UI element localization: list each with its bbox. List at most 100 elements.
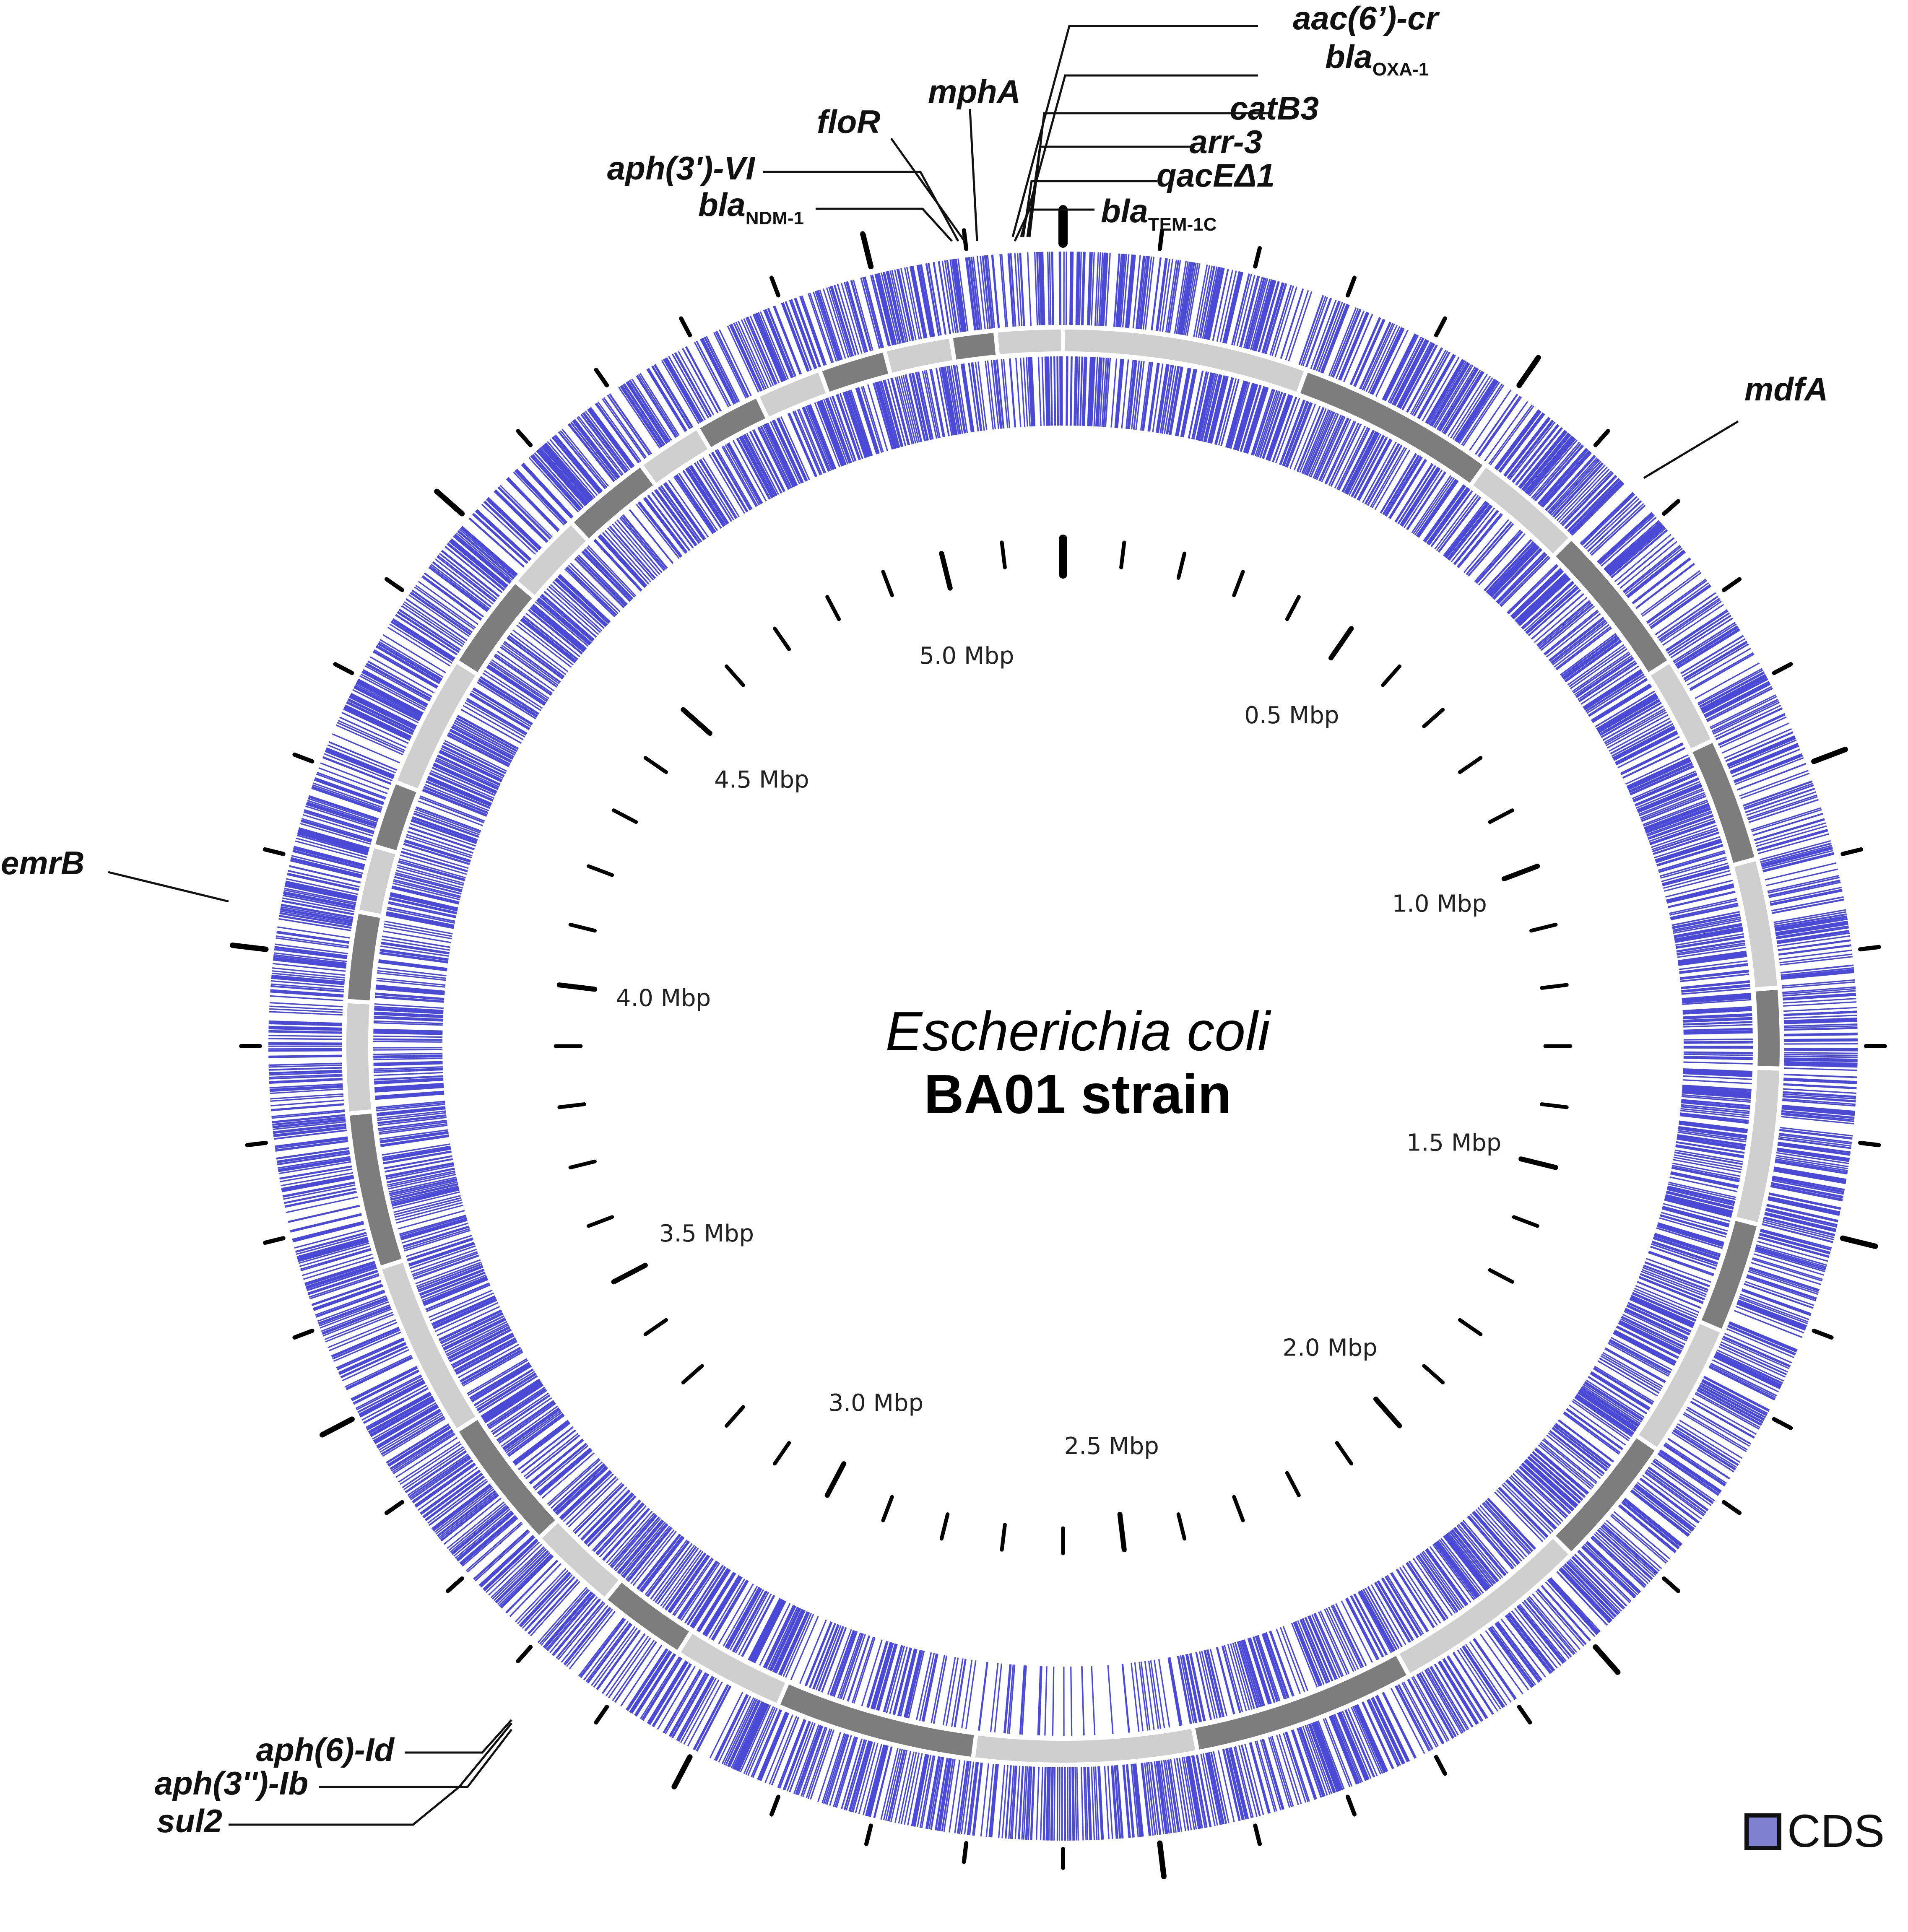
outer-tick (384, 577, 404, 592)
outer-tick (445, 1576, 464, 1593)
inner-tick (1381, 664, 1401, 687)
inner-tick (824, 1461, 847, 1498)
contig-segment (397, 664, 476, 789)
scale-label: 4.5 Mbp (714, 766, 809, 793)
contig-segment (459, 1420, 555, 1535)
inner-tick (587, 864, 614, 877)
inner-tick (1488, 808, 1514, 824)
inner-tick (1000, 540, 1007, 569)
outer-tick (671, 1754, 693, 1789)
gene-label-qacedelta1: qacEΔ1 (1157, 157, 1275, 194)
gene-leader (319, 1729, 512, 1788)
inner-tick (725, 664, 745, 687)
gene-label-arr3: arr-3 (1190, 123, 1262, 160)
contig-segment (574, 467, 653, 538)
inner-tick (825, 595, 841, 621)
outer-tick (1517, 1705, 1532, 1725)
outer-tick (1593, 1644, 1621, 1675)
contig-segment (608, 1582, 689, 1650)
outer-tick (1840, 1235, 1878, 1249)
inner-tick (1540, 1102, 1569, 1109)
legend-cds-label: CDS (1787, 1805, 1885, 1857)
outer-tick (1346, 1794, 1357, 1817)
gene-label-sul2: sul2 (157, 1802, 222, 1839)
outer-tick (860, 231, 874, 270)
contig-segment (350, 1113, 402, 1266)
contig-segment (459, 584, 532, 672)
inner-tick (1117, 1511, 1127, 1553)
inner-tick (939, 1512, 950, 1541)
legend-cds-swatch (1744, 1813, 1781, 1850)
outer-tick (1858, 1140, 1881, 1148)
gene-label-mdfa: mdfA (1744, 371, 1828, 408)
inner-tick (1458, 756, 1483, 774)
contig-segment (1399, 1539, 1568, 1673)
gene-leader (969, 109, 978, 242)
contig-segment (1755, 989, 1780, 1067)
inner-tick (725, 1405, 745, 1428)
gene-leader (1028, 112, 1271, 237)
outer-tick (1157, 1840, 1167, 1879)
inner-tick (611, 1262, 648, 1285)
inner-tick (587, 1215, 614, 1228)
outer-tick (1662, 1576, 1681, 1593)
contig-segment (1195, 1656, 1406, 1750)
scale-label: 2.0 Mbp (1282, 1335, 1377, 1362)
contig-segment (1692, 743, 1755, 863)
outer-tick (962, 1841, 969, 1864)
inner-tick (1540, 983, 1569, 990)
inner-tick (1458, 1318, 1483, 1336)
outer-tick (1772, 1417, 1793, 1430)
contig-segment (681, 1633, 785, 1703)
contig-segment (348, 914, 380, 1001)
inner-tick (773, 1441, 791, 1466)
gene-label-blaoxa1: blaOXA-1 (1325, 38, 1429, 80)
contig-segment (1734, 861, 1777, 987)
contig-segment (643, 430, 708, 483)
outer-tick (1593, 428, 1610, 447)
inner-tick (1285, 595, 1301, 621)
outer-tick (594, 1705, 609, 1725)
contig-segment (382, 1262, 476, 1428)
outer-tick (320, 1416, 355, 1438)
outer-tick (1772, 662, 1793, 675)
gene-labels: aac(6’)-cr blaOXA-1 catB3 arr-3 qacEΔ1 b… (1, 0, 1828, 1839)
contig-segment (886, 338, 952, 373)
scale-label: 1.5 Mbp (1406, 1130, 1501, 1157)
cds-ring-forward (268, 251, 1858, 1841)
outer-tick (1662, 499, 1681, 516)
gene-leader (405, 1719, 512, 1754)
outer-tick (1253, 246, 1262, 269)
contig-segment (822, 352, 889, 392)
gene-label-aph6id: aph(6)-Id (256, 1731, 395, 1768)
outer-tick (769, 1794, 780, 1817)
contig-segment (759, 372, 826, 417)
inner-tick-marks (554, 535, 1573, 1555)
scale-label: 4.0 Mbp (616, 984, 711, 1012)
outer-tick (1811, 747, 1848, 764)
inner-tick (1232, 570, 1245, 597)
outer-tick (263, 1236, 286, 1245)
contig-segment (346, 1003, 371, 1111)
gene-label-catb3: catB3 (1230, 90, 1319, 127)
outer-tick (516, 1645, 533, 1664)
contig-segment (1736, 1070, 1779, 1223)
outer-tick (263, 847, 286, 856)
gene-label-flor: floR (817, 103, 881, 140)
inner-tick (1501, 863, 1540, 882)
inner-tick (1422, 1364, 1445, 1384)
inner-tick (1285, 1471, 1301, 1497)
contig-segment (518, 525, 586, 595)
contig-segment (700, 398, 766, 447)
scale-label: 3.0 Mbp (829, 1389, 923, 1417)
inner-tick (1422, 708, 1445, 728)
gene-label-aph3ib: aph(3'')-Ib (155, 1765, 308, 1802)
outer-tick (292, 752, 315, 763)
inner-tick (643, 1318, 668, 1336)
outer-tick (333, 662, 354, 675)
outer-tick (1434, 1755, 1447, 1776)
outer-tick (1722, 1500, 1742, 1515)
inner-tick (1328, 626, 1354, 661)
contig-segment (375, 784, 416, 851)
